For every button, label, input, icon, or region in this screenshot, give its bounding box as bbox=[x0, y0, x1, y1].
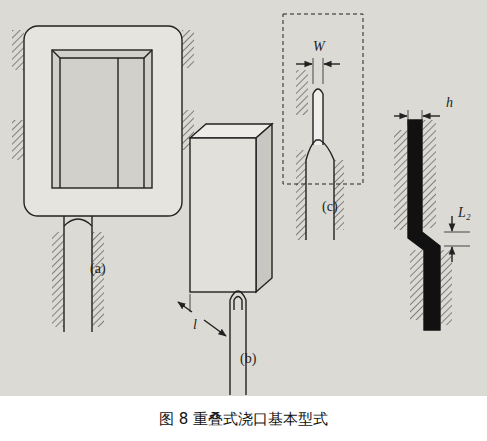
gate-section bbox=[394, 110, 470, 330]
dimension-label: W bbox=[313, 40, 325, 54]
dimension-label: l bbox=[193, 318, 197, 332]
figure-tag: (b) bbox=[240, 352, 256, 366]
hatching bbox=[12, 30, 344, 327]
figure-tag: (a) bbox=[90, 262, 106, 276]
block-part bbox=[178, 124, 272, 395]
frame-part bbox=[24, 26, 182, 332]
dimension-label: h bbox=[446, 96, 453, 110]
dimension-label: L₂ bbox=[458, 206, 471, 220]
figure-caption: 图 8 重叠式浇口基本型式 bbox=[0, 410, 487, 429]
photo-ground bbox=[0, 0, 487, 396]
plate-part bbox=[283, 14, 363, 240]
figure-tag: (c) bbox=[322, 200, 338, 214]
